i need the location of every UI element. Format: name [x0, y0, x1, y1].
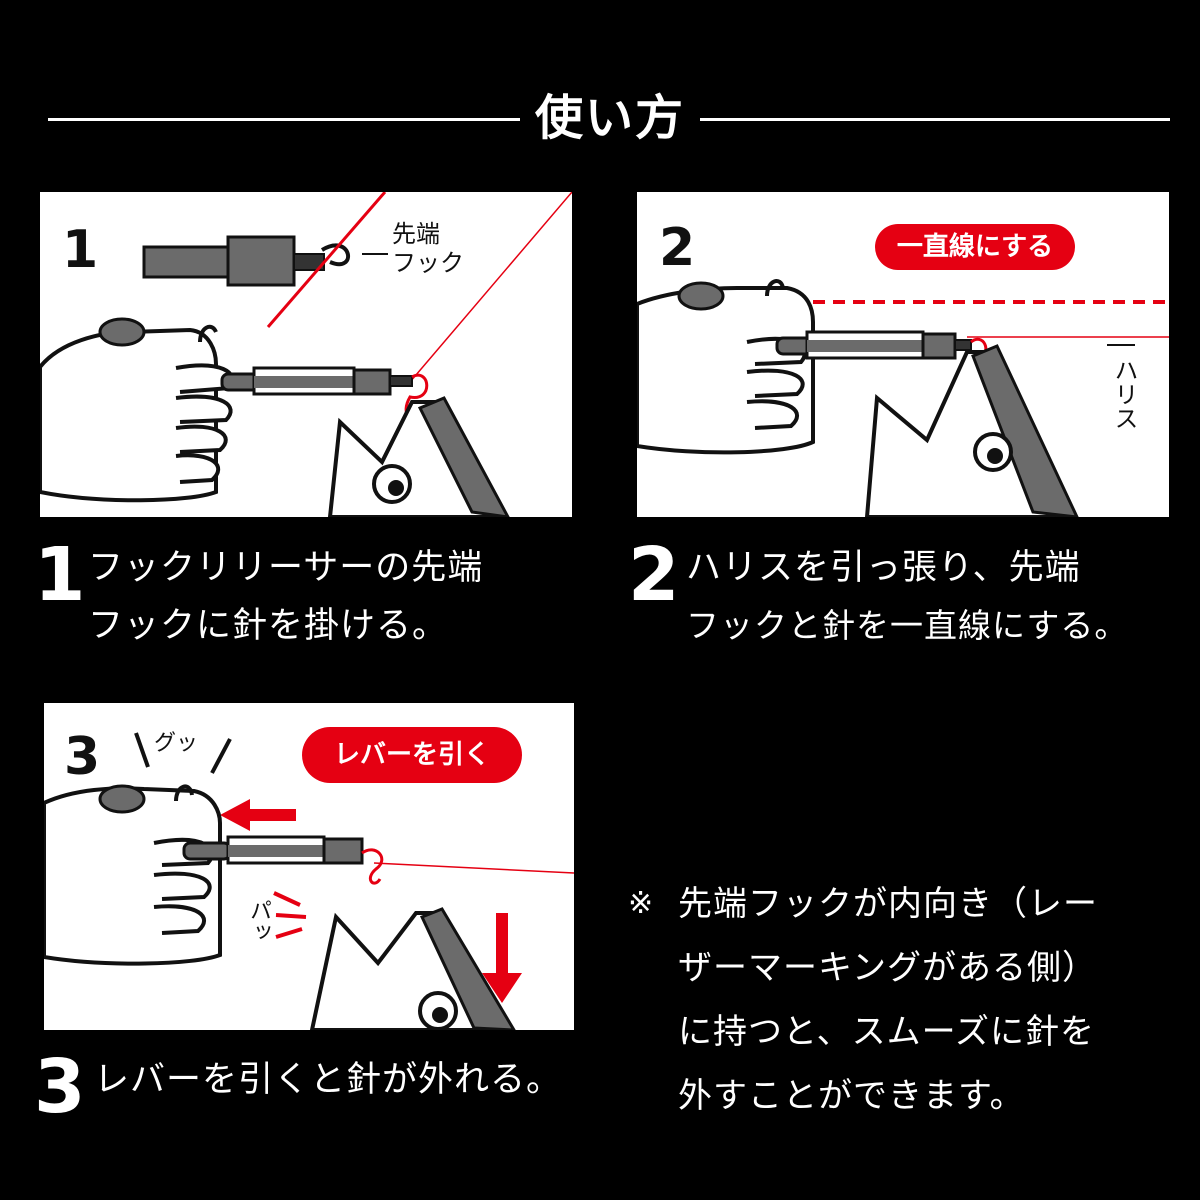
- step-2-line-1: ハリスを引っ張り、先端: [686, 548, 1081, 588]
- step-2-line-2: フックと針を一直線にする。: [686, 606, 1129, 645]
- panel-number: 1: [62, 220, 99, 280]
- grip-effect-text: グッ: [154, 731, 199, 756]
- step-number: 2: [628, 532, 680, 618]
- title-divider-left: [48, 118, 520, 121]
- note-line-1: 先端フックが内向き（レー: [678, 884, 1098, 924]
- panel-number: 2: [659, 218, 696, 278]
- note-line-2: ザーマーキングがある側）: [678, 948, 1097, 988]
- illustration-panel-1: 1 先端 フック: [40, 192, 572, 517]
- title-divider-right: [700, 118, 1170, 121]
- pull-lever-callout-bubble: レバーを引く: [302, 727, 522, 783]
- illustration-straighten-line: [637, 279, 1169, 517]
- tip-hook-label-line1: 先端: [392, 220, 440, 248]
- page-title: 使い方: [534, 90, 685, 146]
- tip-hook-label-line2: フック: [392, 249, 464, 277]
- illustration-pull-lever: [44, 732, 574, 1030]
- leader-line-label: ハリス: [1110, 358, 1138, 430]
- snap-effect-text: パッ: [246, 899, 271, 943]
- illustration-panel-2: 2 一直線にする ハリス: [637, 192, 1169, 517]
- note-line-3: に持つと、スムーズに針を: [678, 1012, 1095, 1052]
- title-row: 使い方: [0, 88, 1200, 148]
- straighten-callout-bubble: 一直線にする: [875, 224, 1075, 270]
- note-line-4: 外すことができます。: [678, 1076, 1025, 1116]
- step-1-line-2: フックに針を掛ける。: [88, 606, 449, 646]
- step-3-line-1: レバーを引くと針が外れる。: [94, 1060, 563, 1100]
- step-number: 3: [34, 1044, 86, 1130]
- step-1-line-1: フックリリーサーの先端: [88, 548, 484, 588]
- illustration-panel-3: 3 グッ パッ レバーを引く: [44, 703, 574, 1030]
- illustration-hook-attach: [40, 192, 572, 517]
- step-number: 1: [34, 532, 86, 618]
- note-mark: ※: [628, 886, 654, 921]
- panel-number: 3: [64, 727, 101, 787]
